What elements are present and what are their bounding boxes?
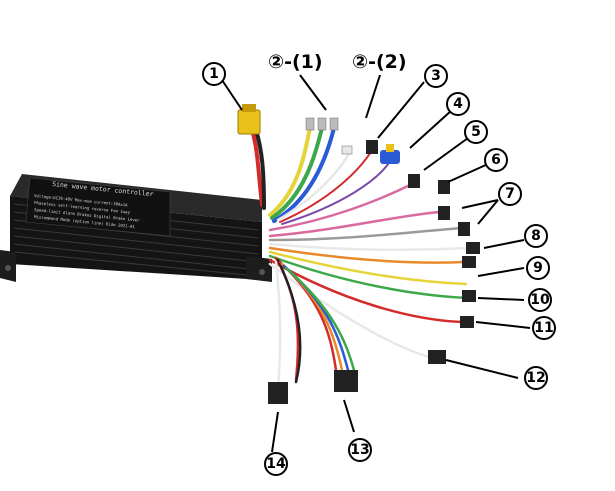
svg-text:6: 6	[491, 152, 501, 168]
connector-10	[462, 290, 476, 302]
callout-1: 1	[202, 62, 226, 86]
connector-6	[438, 180, 450, 194]
callout-2-2: ②-(2)	[352, 51, 407, 73]
controller-body	[0, 174, 272, 282]
svg-text:14: 14	[266, 456, 286, 472]
svg-text:10: 10	[530, 292, 550, 308]
svg-text:7: 7	[505, 186, 515, 202]
svg-text:5: 5	[471, 124, 481, 140]
svg-text:9: 9	[533, 260, 543, 276]
svg-text:8: 8	[531, 228, 541, 244]
svg-text:1: 1	[209, 66, 219, 82]
connector-5	[408, 174, 420, 188]
hall-connector	[341, 145, 353, 155]
callout-7: 7	[498, 182, 522, 206]
callout-8: 8	[524, 224, 548, 248]
connector-7a	[438, 206, 450, 220]
svg-text:12: 12	[526, 370, 545, 386]
svg-text:11: 11	[534, 320, 553, 336]
callout-3: 3	[424, 64, 448, 88]
callout-12: 12	[524, 366, 548, 390]
callouts: 1 ②-(1) ②-(2) 3 4 5 6 7 8 9	[202, 51, 556, 476]
callout-13: 13	[348, 438, 372, 462]
callout-2-1: ②-(1)	[268, 51, 323, 73]
connector-8	[466, 242, 480, 254]
connector-11	[460, 316, 474, 328]
connector-7b	[458, 222, 470, 236]
callout-6: 6	[484, 148, 508, 172]
svg-text:3: 3	[431, 68, 441, 84]
xt60-connector	[237, 104, 261, 135]
connector-13	[334, 370, 358, 392]
connector-3	[366, 140, 378, 154]
connector-14	[268, 382, 288, 404]
wire-harness	[250, 126, 474, 390]
connectors	[237, 104, 480, 404]
callout-11: 11	[532, 316, 556, 340]
svg-text:4: 4	[453, 96, 463, 112]
phase-bullet-connectors	[305, 117, 339, 131]
svg-text:13: 13	[350, 442, 369, 458]
callout-4: 4	[446, 92, 470, 116]
callout-10: 10	[528, 288, 552, 312]
callout-5: 5	[464, 120, 488, 144]
callout-14: 14	[264, 452, 288, 476]
connector-9	[462, 256, 476, 268]
connector-12	[428, 350, 446, 364]
callout-9: 9	[526, 256, 550, 280]
leader-lines	[221, 74, 531, 453]
connector-4-blue	[380, 144, 400, 164]
